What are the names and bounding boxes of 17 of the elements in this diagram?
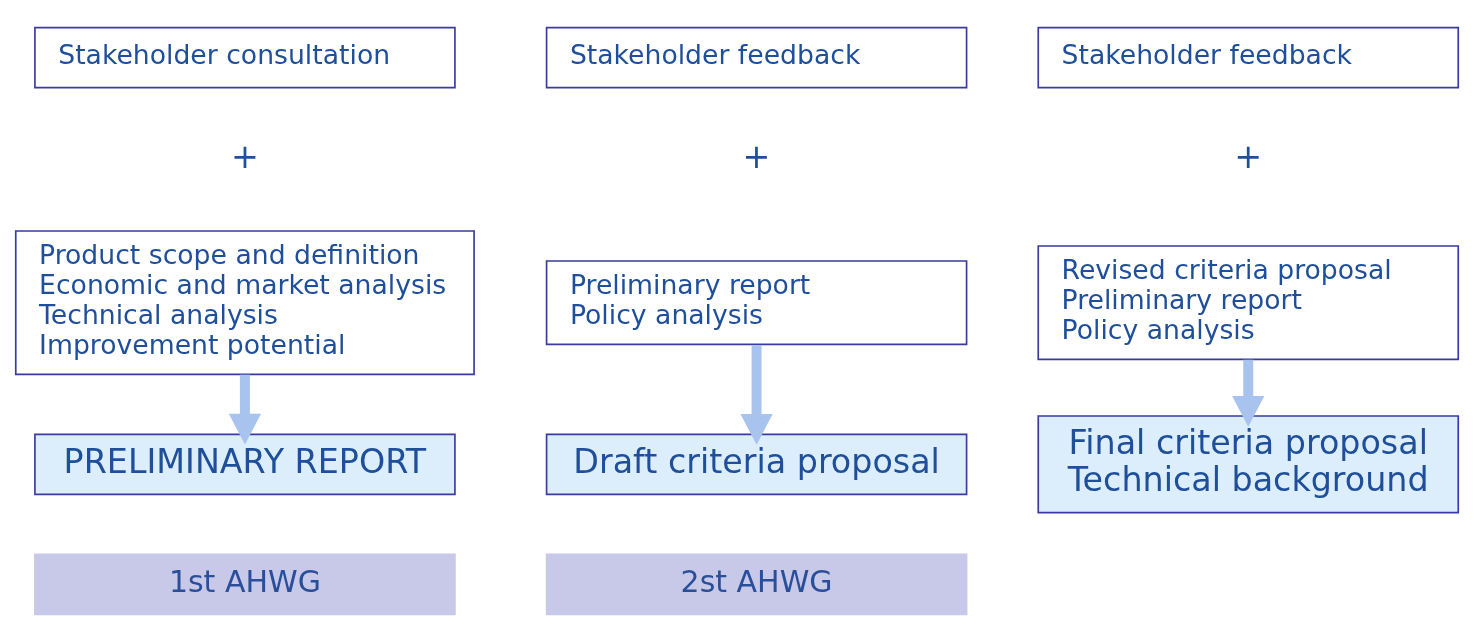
- node-box: Stakeholder feedback: [1037, 26, 1460, 88]
- node-box: Preliminary report Policy analysis: [545, 259, 968, 345]
- label: +: [1234, 136, 1263, 176]
- node-box: PRELIMINARY REPORT: [34, 433, 456, 495]
- arrow: [740, 344, 773, 445]
- node-box: Stakeholder feedback: [545, 26, 968, 88]
- node-box: Final criteria proposal Technical background: [1037, 414, 1460, 513]
- node-box: Product scope and definition Economic and market analysis Technical analysis Improvement potential: [14, 229, 475, 375]
- node-box: Stakeholder consultation: [34, 26, 456, 88]
- label: +: [230, 136, 259, 176]
- label: +: [742, 136, 771, 176]
- arrow: [1232, 359, 1265, 427]
- label: 1st AHWG: [168, 563, 321, 599]
- node-box: Draft criteria proposal: [545, 433, 968, 495]
- arrow: [228, 374, 262, 444]
- node-box: Revised criteria proposal Preliminary report Policy analysis: [1037, 244, 1460, 360]
- label: 2st AHWG: [680, 563, 833, 599]
